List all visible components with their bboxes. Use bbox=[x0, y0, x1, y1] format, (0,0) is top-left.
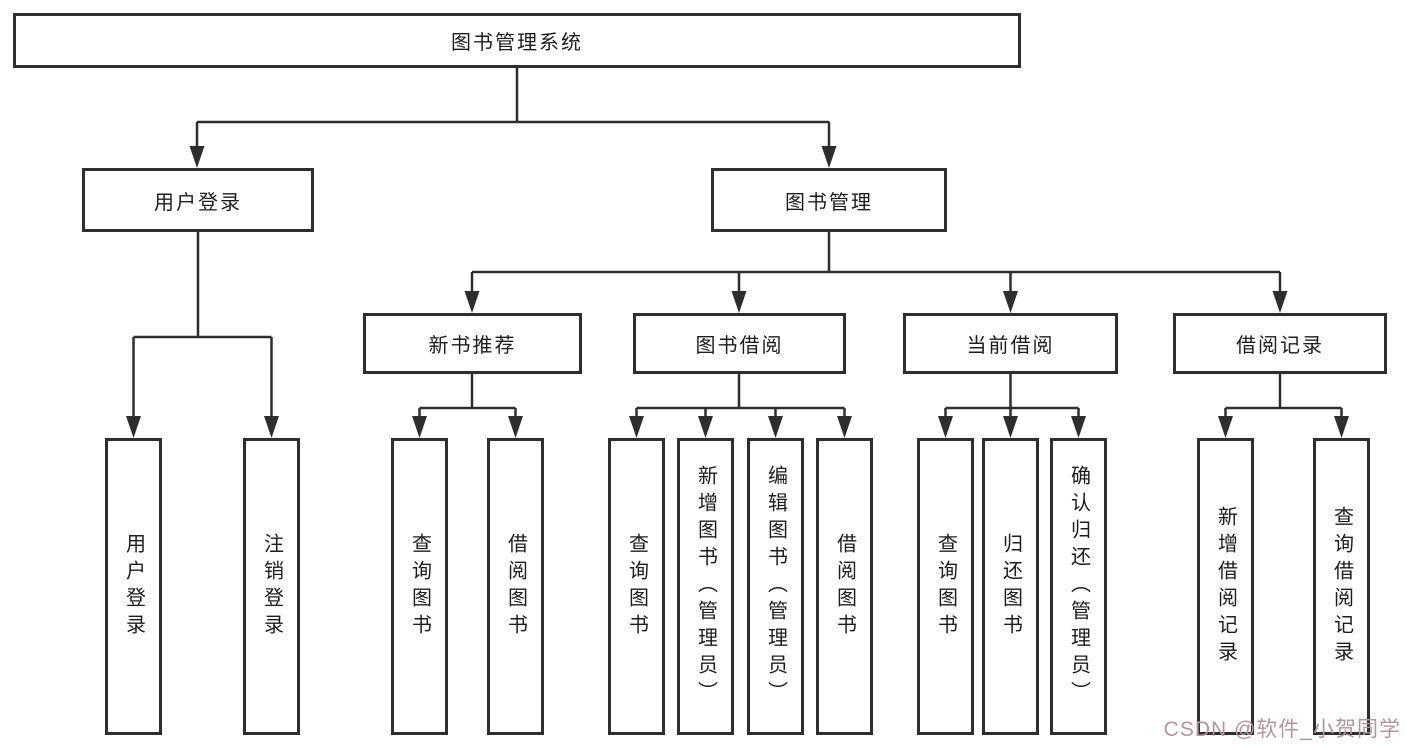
arrowheads bbox=[126, 146, 1349, 438]
node-book-borrowing: 图书借阅 bbox=[633, 313, 846, 374]
csdn-watermark: CSDN @软件_小贺同学 bbox=[1163, 718, 1401, 741]
leaf-add-book-admin: 新增图书（管理员） bbox=[677, 438, 734, 735]
leaf-query-borrow-record: 查询借阅记录 bbox=[1313, 438, 1370, 735]
leaf-confirm-return-admin: 确认归还（管理员） bbox=[1050, 438, 1107, 735]
leaf-edit-book-admin: 编辑图书（管理员） bbox=[747, 438, 804, 735]
node-library-management-system: 图书管理系统 bbox=[13, 13, 1021, 68]
node-current-borrowing: 当前借阅 bbox=[903, 313, 1118, 374]
leaf-logout: 注销登录 bbox=[243, 438, 300, 735]
node-user-login: 用户登录 bbox=[82, 168, 314, 232]
leaf-borrow-books: 借阅图书 bbox=[816, 438, 873, 735]
leaf-query-books-borrowing: 查询图书 bbox=[608, 438, 665, 735]
node-new-book-recommend: 新书推荐 bbox=[363, 313, 582, 374]
leaf-borrow-books-recommend: 借阅图书 bbox=[487, 438, 544, 735]
leaf-query-books-current: 查询图书 bbox=[917, 438, 974, 735]
leaf-add-borrow-record: 新增借阅记录 bbox=[1197, 438, 1254, 735]
leaf-query-books-recommend: 查询图书 bbox=[391, 438, 448, 735]
leaf-return-books: 归还图书 bbox=[982, 438, 1039, 735]
leaf-user-login: 用户登录 bbox=[105, 438, 162, 735]
node-book-management: 图书管理 bbox=[711, 168, 947, 232]
node-borrowing-records: 借阅记录 bbox=[1173, 313, 1387, 374]
